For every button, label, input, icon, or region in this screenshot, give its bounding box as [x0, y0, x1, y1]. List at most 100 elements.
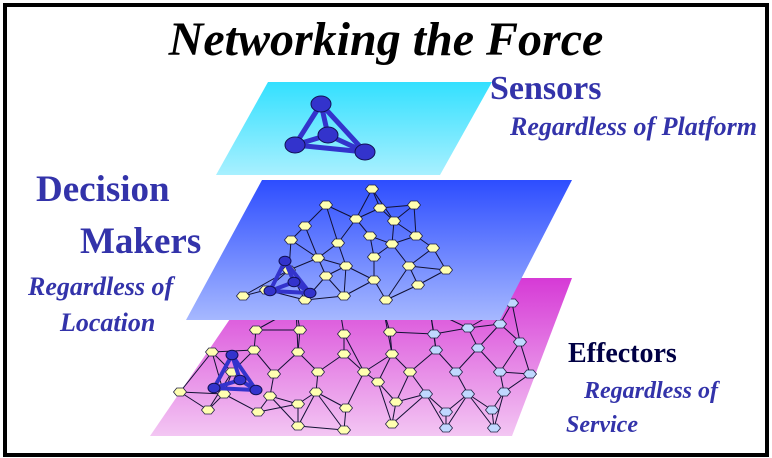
- decision-node: [338, 261, 354, 271]
- network-link: [413, 204, 417, 237]
- decision-sensor-link: [268, 259, 287, 293]
- effector-node: [290, 399, 306, 409]
- network-link: [297, 391, 317, 427]
- effector-node: [448, 367, 464, 377]
- effector-node: [356, 367, 372, 377]
- sensor-node: [284, 136, 306, 154]
- effectors-sublabel-line2: Service: [566, 412, 638, 438]
- effector-sensor-node: [225, 349, 239, 361]
- network-link: [179, 351, 213, 393]
- effector-node: [492, 319, 508, 329]
- decision-makers-label-line2: Makers: [80, 221, 202, 262]
- effector-node: [438, 423, 454, 433]
- sensors-label: Sensors: [490, 70, 602, 107]
- effector-node: [460, 323, 476, 333]
- effector-node: [370, 377, 386, 387]
- network-link: [519, 341, 531, 375]
- effector-sensor-link: [212, 353, 234, 390]
- network-link: [409, 349, 437, 373]
- decision-makers-sublabel-line1: Regardless of: [28, 272, 174, 301]
- decision-node: [362, 231, 378, 241]
- network-link: [467, 393, 495, 429]
- network-link: [257, 403, 299, 413]
- network-link: [315, 391, 345, 431]
- decision-node: [318, 271, 334, 281]
- effector-sensor-node: [233, 374, 247, 386]
- decision-node: [384, 239, 400, 249]
- decision-node: [438, 265, 454, 275]
- sensor-node: [354, 143, 376, 161]
- decision-node: [283, 235, 299, 245]
- network-link: [343, 279, 375, 297]
- effector-node: [438, 407, 454, 417]
- effector-node: [336, 425, 352, 435]
- network-link: [389, 331, 435, 335]
- effector-node: [418, 389, 434, 399]
- sensors-sublabel: Regardless of Platform: [510, 112, 757, 141]
- effector-sensor-link: [230, 353, 258, 392]
- effector-node: [338, 403, 354, 413]
- network-link: [377, 353, 393, 383]
- effector-node: [484, 405, 500, 415]
- effector-node: [428, 345, 444, 355]
- effector-node: [266, 369, 282, 379]
- effector-node: [496, 387, 512, 397]
- decision-node: [318, 200, 334, 210]
- effectors-sublabel-line1: Regardless of: [584, 378, 718, 404]
- network-link: [355, 188, 373, 220]
- effector-node: [310, 367, 326, 377]
- decision-sensor-link: [268, 289, 312, 295]
- decision-makers-sublabel-line2: Location: [60, 308, 156, 337]
- sensor-link: [318, 101, 368, 155]
- effector-node: [290, 347, 306, 357]
- decision-node: [348, 214, 364, 224]
- decision-node: [366, 252, 382, 262]
- network-link: [315, 391, 347, 409]
- decision-node: [336, 291, 352, 301]
- network-link: [363, 353, 393, 373]
- network-link: [269, 395, 299, 427]
- decision-node: [366, 275, 382, 285]
- decision-node: [401, 261, 417, 271]
- network-link: [179, 391, 209, 411]
- effector-node: [204, 347, 220, 357]
- decision-makers-network: [235, 184, 454, 305]
- decision-sensor-node: [278, 255, 292, 267]
- network-link: [385, 265, 410, 301]
- network-link: [391, 393, 427, 425]
- sensor-node: [317, 126, 339, 144]
- network-link: [304, 225, 319, 259]
- network-link: [297, 425, 345, 431]
- decision-node: [386, 216, 402, 226]
- sensors-network: [284, 95, 376, 161]
- effector-node: [470, 343, 486, 353]
- effector-node: [290, 421, 306, 431]
- sensor-link: [292, 142, 368, 155]
- network-link: [345, 371, 365, 409]
- network-link: [179, 391, 225, 395]
- effector-node: [336, 329, 352, 339]
- effector-sensor-node: [207, 382, 221, 394]
- effector-node: [522, 369, 538, 379]
- network-link: [377, 381, 393, 425]
- effector-node: [200, 405, 216, 415]
- effector-node: [308, 387, 324, 397]
- effector-node: [384, 419, 400, 429]
- decision-node: [425, 243, 441, 253]
- effector-node: [460, 389, 476, 399]
- effector-node: [292, 325, 308, 335]
- effector-node: [246, 345, 262, 355]
- effector-node: [384, 349, 400, 359]
- effector-node: [216, 389, 232, 399]
- network-link: [499, 341, 521, 373]
- decision-sensor-node: [287, 276, 301, 288]
- network-link: [395, 371, 411, 403]
- effector-node: [402, 367, 418, 377]
- sensors-plane: [216, 82, 492, 175]
- decision-node: [408, 231, 424, 241]
- decision-sensor-node: [263, 285, 277, 297]
- network-link: [304, 295, 345, 301]
- decision-node: [372, 203, 388, 213]
